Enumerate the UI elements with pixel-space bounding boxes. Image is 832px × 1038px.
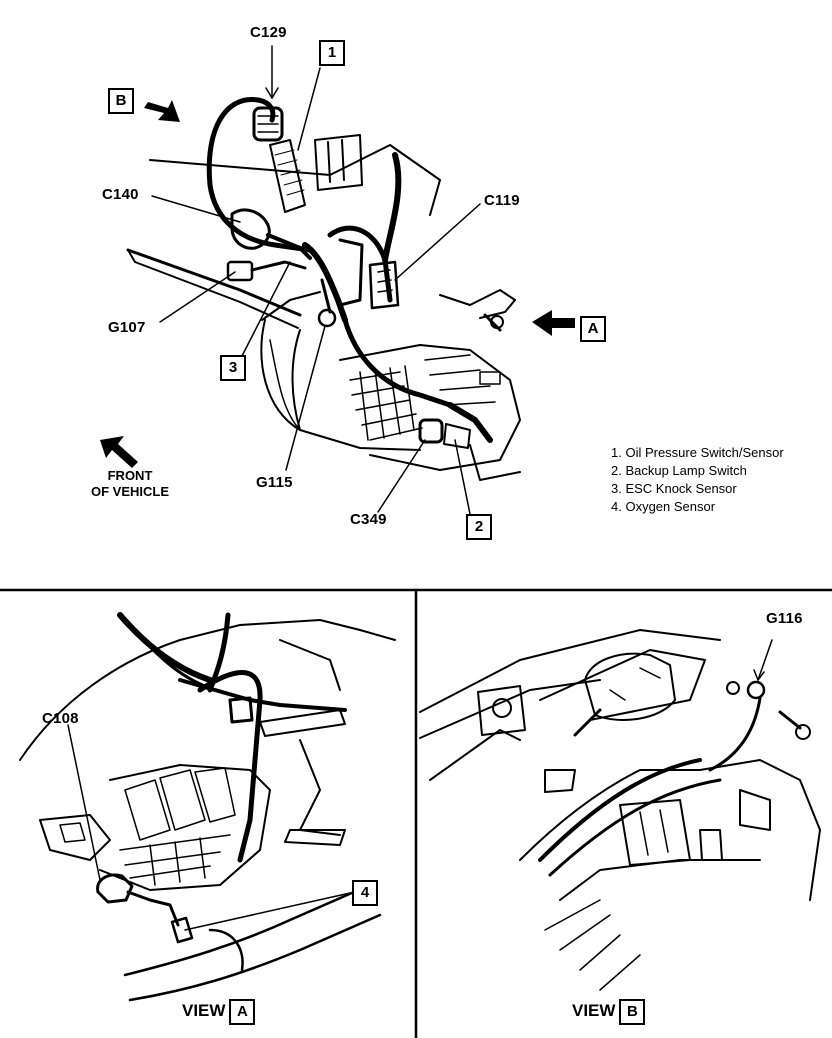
view-a-title: VIEW: [182, 1001, 226, 1020]
callout-2: 2: [466, 514, 492, 540]
legend-item: 2. Backup Lamp Switch: [611, 463, 747, 478]
view-a-letter: A: [229, 998, 256, 1025]
front-of-vehicle-label: FRONT OF VEHICLE: [78, 468, 182, 500]
main-engine-art: [126, 45, 521, 515]
legend-item: 4. Oxygen Sensor: [611, 499, 716, 514]
legend-item: 3. ESC Knock Sensor: [611, 481, 737, 496]
label-c119: C119: [484, 192, 520, 209]
view-b-letter: B: [619, 998, 646, 1025]
label-g116: G116: [766, 610, 803, 627]
callout-1: 1: [319, 40, 345, 66]
view-ref-b: B: [108, 88, 134, 114]
view-b-title: VIEW: [572, 1001, 616, 1020]
label-c129: C129: [250, 24, 287, 41]
front-label-line2: OF VEHICLE: [90, 484, 169, 499]
component-legend: 1. Oil Pressure Switch/Sensor 2. Backup …: [611, 444, 784, 516]
label-c349: C349: [350, 511, 387, 528]
label-c108: C108: [42, 710, 79, 727]
legend-item: 1. Oil Pressure Switch/Sensor: [611, 445, 784, 460]
callout-3: 3: [220, 355, 246, 381]
direction-arrows: [100, 100, 575, 468]
view-ref-a: A: [580, 316, 606, 342]
label-g115: G115: [256, 474, 293, 491]
view-a-art: [19, 612, 396, 1002]
front-label-line1: FRONT: [107, 468, 153, 483]
label-g107: G107: [108, 319, 146, 336]
label-c140: C140: [102, 186, 139, 203]
callout-4: 4: [352, 880, 378, 906]
view-b-art: [419, 629, 821, 991]
